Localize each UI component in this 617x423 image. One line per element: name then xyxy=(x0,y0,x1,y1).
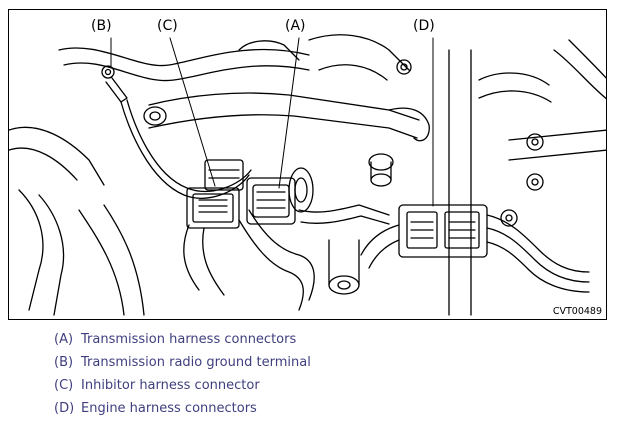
legend-text: Inhibitor harness connector xyxy=(81,378,260,393)
callout-a: (A) xyxy=(285,18,306,34)
legend-text: Transmission harness connectors xyxy=(81,332,297,347)
callout-d: (D) xyxy=(413,18,435,34)
engine-bay-illustration: (B) (C) (A) (D) CVT00489 xyxy=(8,9,607,320)
figure-id-label: CVT00489 xyxy=(552,306,602,317)
legend-key: (D) xyxy=(54,401,75,416)
legend-key: (B) xyxy=(54,355,74,370)
legend-text: Transmission radio ground terminal xyxy=(81,355,311,370)
callout-b: (B) xyxy=(91,18,112,34)
legend-text: Engine harness connectors xyxy=(81,401,257,416)
legend-item-c: (C) Inhibitor harness connector xyxy=(54,374,311,397)
legend-item-b: (B) Transmission radio ground terminal xyxy=(54,351,311,374)
legend-key: (C) xyxy=(54,378,74,393)
callout-c: (C) xyxy=(157,18,178,34)
legend-item-d: (D) Engine harness connectors xyxy=(54,397,311,420)
legend-item-a: (A) Transmission harness connectors xyxy=(54,328,311,351)
line-art-drawing xyxy=(9,34,606,316)
legend-list: (A) Transmission harness connectors (B) Tr… xyxy=(54,328,311,420)
legend-key: (A) xyxy=(54,332,74,347)
